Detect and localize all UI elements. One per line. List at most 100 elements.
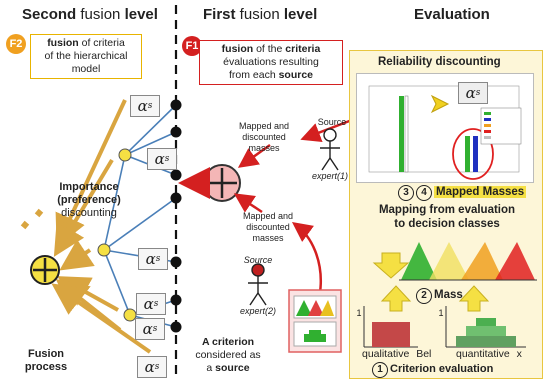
mapped-bottom-line1: Mapped and: [242, 211, 294, 221]
f1-box-line2: évaluations resulting: [223, 56, 319, 68]
header-bold2: level: [283, 6, 318, 23]
step-2-badge: 2: [416, 288, 432, 304]
reliability-chart-thumbnail: [356, 73, 534, 183]
alpha-symbol: α: [143, 295, 154, 313]
expert-2-name: expert(2): [239, 306, 276, 316]
f1-description-box: fusion of the criteria évaluations resul…: [199, 40, 343, 85]
f1-box-bold: fusion: [221, 43, 254, 55]
importance-line3: discounting: [61, 207, 117, 219]
leaf-node: [170, 126, 182, 138]
reliability-bar: [404, 95, 409, 173]
alpha-symbol: α: [465, 84, 476, 102]
f2-description-box: fusion of criteria of the hierarchical m…: [30, 34, 142, 79]
f2-box-line1: of criteria: [78, 37, 125, 49]
mapped-top-line1: Mapped and: [238, 121, 290, 131]
alpha-symbol: α: [137, 97, 148, 115]
alpha-symbol: α: [145, 250, 156, 268]
decision-classes-thumbnail: [399, 236, 537, 282]
second-fusion-level-header: Second fusion level: [22, 6, 158, 23]
f1-box-bold3: source: [278, 69, 314, 81]
quantitative-axis: x: [516, 348, 522, 360]
criterion-as-source-label: A criterion considered as a source: [188, 336, 268, 375]
alpha-sub: s: [153, 299, 159, 309]
qualitative-bar: [372, 322, 410, 347]
alpha-sub: s: [155, 254, 161, 264]
mapping-line2: to decision classes: [394, 218, 500, 230]
intermediate-node: [123, 308, 137, 322]
criterion-eval-text: Criterion evaluation: [390, 363, 494, 375]
header-light: fusion: [76, 6, 125, 23]
f1-box-line1: of the: [253, 43, 286, 55]
step-1-badge: 1: [372, 362, 388, 378]
f2-badge: F2: [6, 34, 26, 54]
header-bold: First: [203, 6, 236, 23]
quantitative-bar: [476, 318, 496, 326]
header-bold2: level: [124, 6, 158, 23]
f2-box-line3: model: [71, 63, 101, 75]
source-1-label: Source: [317, 117, 347, 127]
mapping-line1: Mapping from evaluation: [378, 204, 516, 216]
leaf-node: [170, 321, 182, 333]
step-4-badge: 4: [416, 185, 432, 201]
qualitative-y-one: 1: [356, 308, 362, 318]
quantitative-bar: [456, 336, 516, 347]
quantitative-text: quantitative: [456, 348, 510, 360]
alpha-symbol: α: [154, 150, 165, 168]
criterion-source-line3: a: [206, 362, 216, 374]
expert-2-figure: [248, 263, 268, 306]
expert-1-figure: [320, 128, 340, 171]
expert-1-name: expert(1): [311, 171, 348, 181]
mapping-title: Mapping from evaluation to decision clas…: [356, 203, 538, 231]
alpha-symbol: α: [144, 358, 155, 376]
reliability-bar: [465, 136, 470, 172]
importance-line2: (preference): [57, 194, 121, 206]
leaf-node: [170, 294, 182, 306]
mass-text: Mass: [434, 289, 463, 301]
alpha-sub: s: [152, 324, 158, 334]
alpha-symbol: α: [142, 320, 153, 338]
criterion-source-bold: source: [215, 362, 250, 374]
f1-box-bold2: criteria: [285, 43, 321, 55]
quantitative-bar: [466, 326, 506, 336]
quantitative-y-one: 1: [438, 308, 444, 318]
alpha-sub: s: [147, 101, 153, 111]
mapped-masses-bottom-label: Mapped and discounted masses: [232, 211, 304, 244]
f2-box-line2: of the hierarchical: [44, 50, 128, 62]
mapped-top-line3: masses: [248, 143, 280, 153]
step-3-badge: 3: [398, 185, 414, 201]
reliability-bar: [399, 96, 404, 172]
alpha-sub: s: [154, 362, 160, 372]
source-2-label: Source: [243, 255, 273, 265]
leaf-node: [170, 256, 182, 268]
importance-discounting-label: Importance (preference) discounting: [44, 181, 134, 220]
f2-box-bold: fusion: [47, 37, 79, 49]
header-bold: Second: [22, 6, 77, 23]
first-fusion-level-header: First fusion level: [203, 6, 317, 23]
qualitative-axis: Bel: [416, 348, 432, 360]
mapped-top-line2: discounted: [242, 132, 286, 142]
fusion-process-label: Fusion process: [16, 348, 76, 374]
fusion-process-line2: process: [24, 361, 68, 373]
header-light: fusion: [235, 6, 284, 23]
fusion-process-line1: Fusion: [27, 348, 65, 360]
qualitative-text: qualitative: [362, 348, 410, 360]
mapped-bottom-line3: masses: [252, 233, 284, 243]
importance-line1: Importance: [59, 181, 119, 193]
evaluation-header: Evaluation: [414, 6, 490, 23]
quantitative-label: quantitative x: [456, 348, 522, 360]
alpha-sub: s: [164, 154, 170, 164]
intermediate-node: [97, 243, 111, 257]
intermediate-node: [118, 148, 132, 162]
